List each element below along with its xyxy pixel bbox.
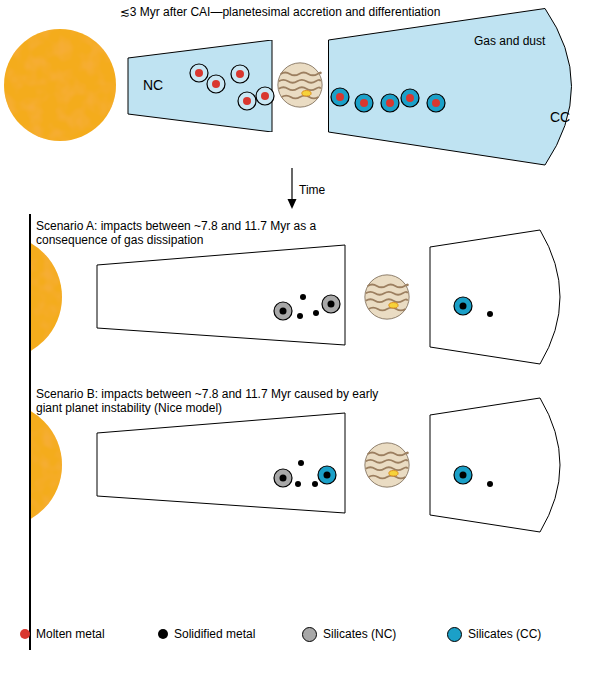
- sun: [0, 25, 120, 145]
- legend-swatch: [447, 627, 462, 642]
- region-label: NC: [143, 77, 163, 93]
- arrow-head: [288, 199, 297, 209]
- jupiter: [365, 443, 409, 487]
- disk-wedge: [97, 413, 345, 513]
- legend-item: Silicates (CC): [447, 625, 541, 643]
- disk-outline: [329, 9, 572, 166]
- region-label: CC: [550, 109, 570, 125]
- bodies-b: [274, 460, 493, 487]
- title-text: ≲3 Myr after CAI—planetesimal accretion …: [0, 5, 560, 19]
- legend-text: Molten metal: [36, 627, 105, 641]
- legend-item: Solidified metal: [158, 625, 255, 643]
- sun: [31, 230, 70, 370]
- disk-region: Gas and dustCC: [328, 8, 589, 168]
- jupiter: [278, 63, 322, 107]
- jupiter: [365, 275, 409, 319]
- disk-region: NC: [127, 40, 273, 132]
- disk-wedge: [430, 230, 560, 364]
- legend-item: Molten metal: [20, 625, 105, 643]
- time-arrow: [291, 168, 292, 200]
- disk-wedge: [97, 245, 345, 345]
- sun: [31, 398, 70, 538]
- scenario-heading: Scenario B: impacts between ~7.8 and 11.…: [36, 387, 386, 415]
- legend-text: Silicates (CC): [468, 627, 541, 641]
- legend-text: Solidified metal: [174, 627, 255, 641]
- disk-shape: [328, 8, 589, 168]
- disk-outline: [128, 40, 272, 132]
- disk-wedge: [430, 398, 560, 532]
- legend-text: Silicates (NC): [323, 627, 396, 641]
- legend-item: Silicates (NC): [302, 625, 396, 643]
- region-label: Gas and dust: [474, 34, 545, 48]
- scenario-heading: Scenario A: impacts between ~7.8 and 11.…: [36, 219, 376, 247]
- legend-swatch: [158, 629, 168, 639]
- legend-swatch: [20, 629, 30, 639]
- legend-swatch: [302, 627, 317, 642]
- time-label: Time: [299, 183, 359, 197]
- bodies-a: [274, 294, 493, 320]
- scenario-bar: [29, 214, 31, 650]
